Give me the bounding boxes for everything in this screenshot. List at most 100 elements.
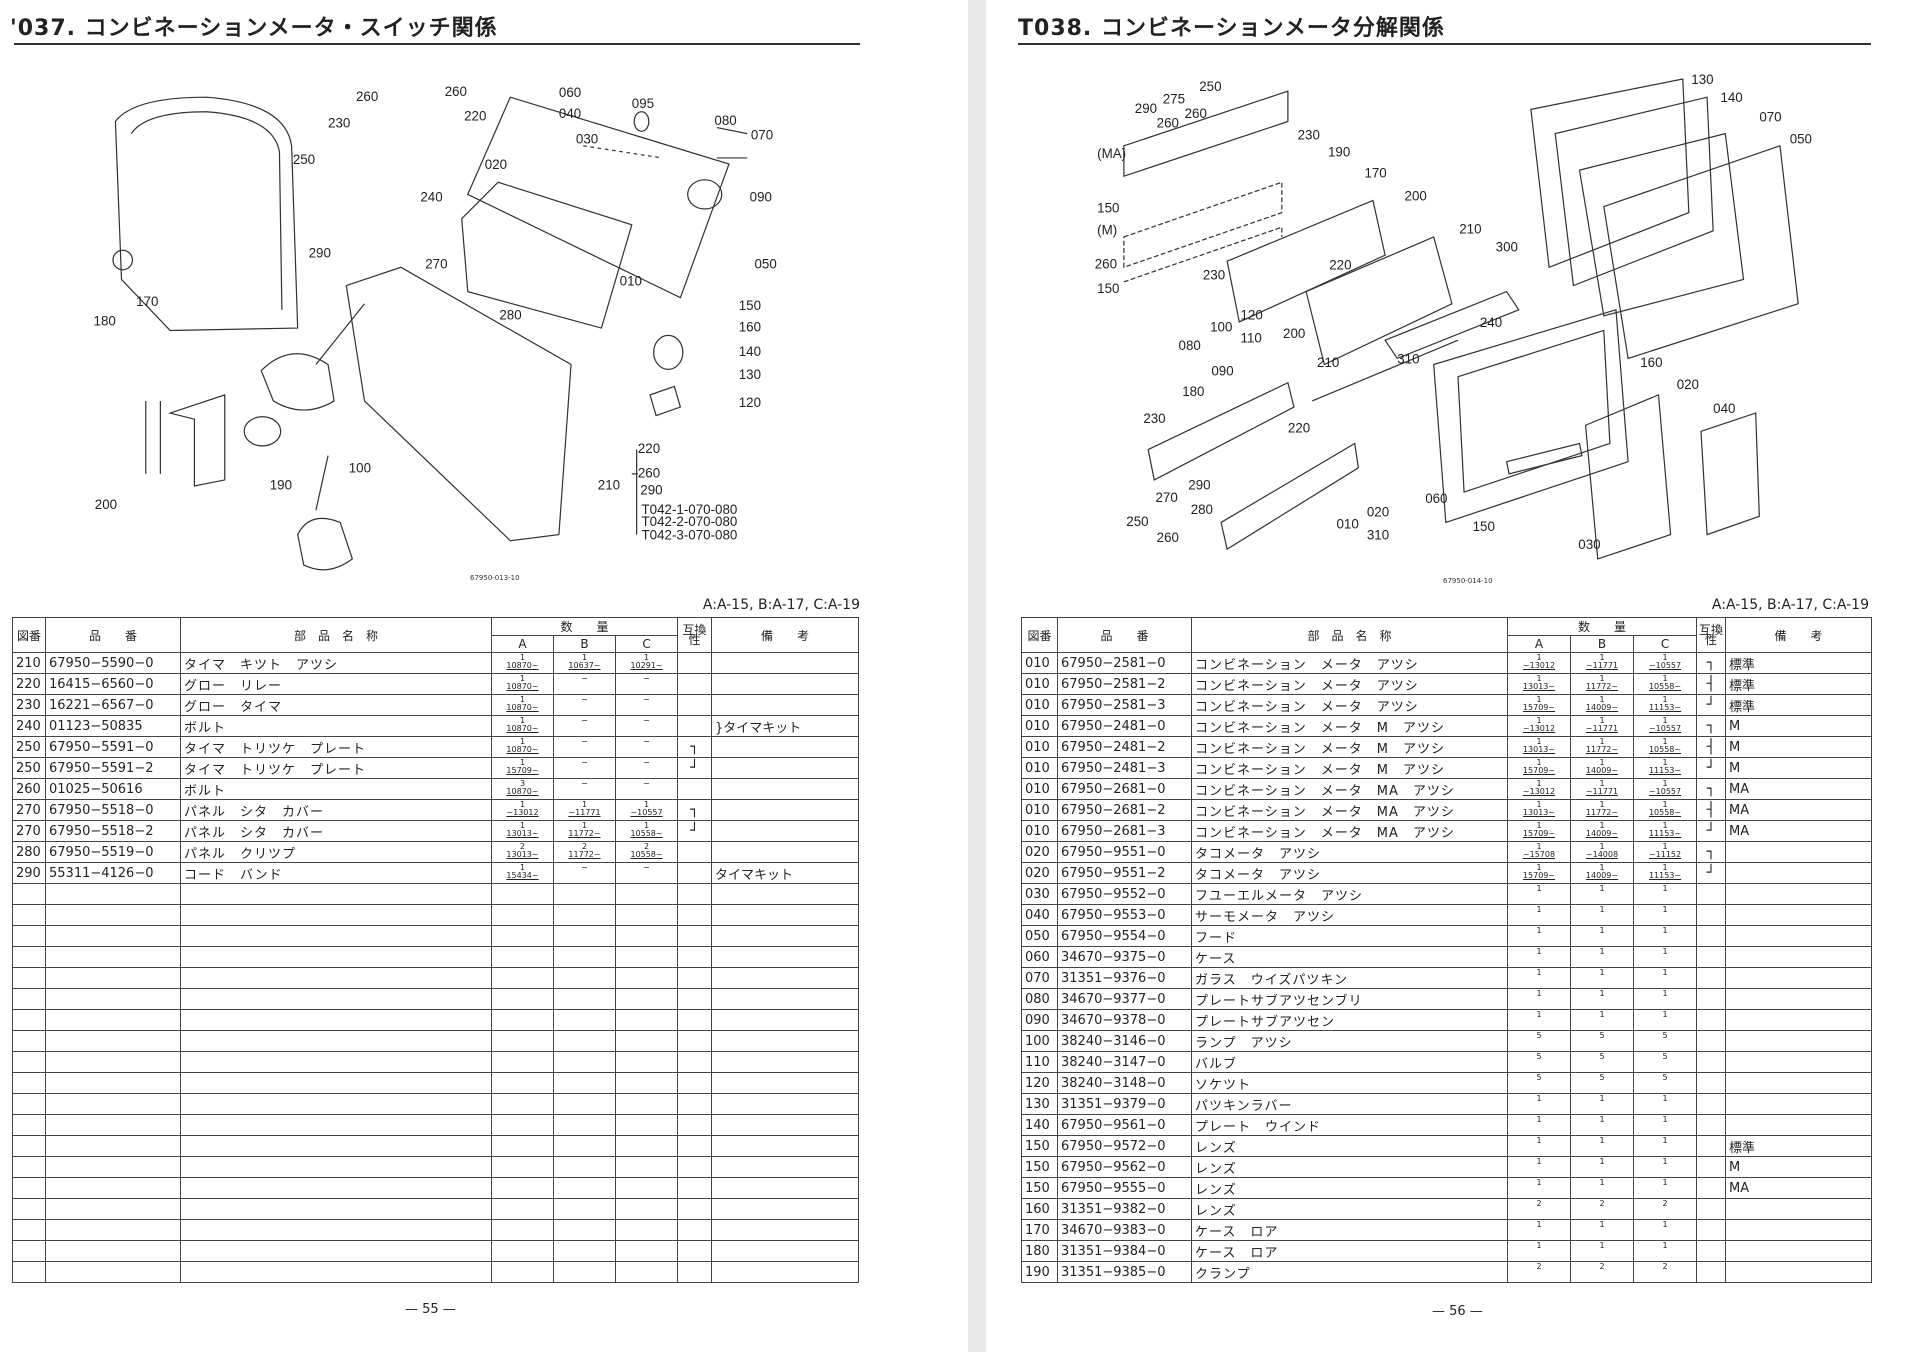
part-no-cell: 67950−5518−0 [45,799,181,821]
serial-range: 15709~ [1522,703,1556,712]
quantity-value: − [581,779,588,788]
quantity-value: 1 [519,737,526,746]
part-name-cell: フユーエルメータ アツシ [1191,883,1508,905]
callout-label: T042-2-070-080 [642,514,738,529]
quantity-value: 2 [1662,1199,1668,1208]
quantity-value: 1 [1536,1178,1542,1187]
quantity-b-cell: 1 [1570,1009,1634,1031]
quantity-value: 5 [1662,1031,1668,1040]
quantity-value: 1 [1536,821,1542,830]
header-part-name: 部 品 名 称 [1191,617,1508,653]
fig-no-cell: 140 [1021,1114,1058,1136]
quantity-b-cell [553,925,616,947]
fig-no-cell [12,967,46,989]
remarks-cell [711,1198,860,1220]
interchange-cell [677,1093,713,1115]
interchange-cell: ┤ [1696,673,1727,695]
quantity-value: 1 [643,800,650,809]
interchange-cell [677,1177,713,1199]
interchange-cell [677,862,713,884]
interchange-cell [677,652,713,674]
interchange-cell [1696,988,1727,1010]
part-name-cell [180,946,492,968]
callout-label: 140 [739,344,761,359]
quantity-value: 2 [643,842,650,851]
quantity-b-cell [553,1219,616,1241]
part-no-cell: 31351−9384−0 [1057,1240,1192,1262]
quantity-value: 1 [1662,1178,1668,1187]
quantity-value: − [581,674,588,683]
part-no-cell: 34670−9383−0 [1057,1219,1192,1241]
remarks-cell [711,799,860,821]
quantity-b-cell: 1 [1570,1177,1634,1199]
part-name-cell: プレートサブアツセンブリ [1191,988,1508,1010]
quantity-c-cell: 2 [1632,1261,1698,1283]
quantity-c-cell [614,1198,679,1220]
callout-label: 250 [293,152,315,167]
remarks-cell: MA [1725,778,1873,800]
empty-table-row [12,1240,860,1262]
serial-range: ~13012 [1522,787,1556,796]
quantity-a-cell [491,946,554,968]
callout-label: 290 [309,246,331,261]
fig-no-cell: 010 [1021,736,1058,758]
interchange-cell: ┘ [1696,820,1727,842]
interchange-cell [1696,1072,1727,1094]
quantity-value: 1 [1662,989,1668,998]
part-no-cell: 01025−50616 [45,778,181,800]
interchange-cell [677,715,713,737]
interchange-cell: ┐ [677,736,713,758]
serial-range: 10870~ [506,682,539,691]
part-name-cell: グロー タイマ [180,694,492,716]
quantity-c-cell: 1 [1632,883,1698,905]
empty-table-row [12,1177,860,1199]
callout-label: 150 [1097,201,1119,216]
part-name-cell: コンビネーション メータ アツシ [1191,673,1508,695]
callout-label: 240 [1480,315,1502,330]
quantity-value: 1 [581,821,588,830]
quantity-value: 1 [1599,1115,1605,1124]
part-no-cell: 67950−2681−2 [1057,799,1192,821]
quantity-a-cell: 1 [1507,1240,1571,1262]
callout-label: T042-1-070-080 [642,502,738,517]
fig-no-cell: 240 [12,715,46,737]
interchange-cell [1696,967,1727,989]
quantity-value: 3 [519,779,526,788]
quantity-a-cell: 1~15708 [1507,841,1571,863]
case-outline [1433,309,1629,524]
quantity-b-cell: 5 [1570,1072,1634,1094]
serial-range: ~11771 [568,808,601,817]
remarks-cell [1725,1219,1873,1241]
part-name-cell: グロー リレー [180,673,492,695]
page-title: T038. コンビネーションメータ分解関係 [1018,16,1445,41]
quantity-value: 1 [1662,1220,1668,1229]
part-no-cell [45,1009,181,1031]
quantity-b-cell: − [553,778,616,800]
interchange-cell: ┘ [1696,862,1727,884]
quantity-value: − [581,863,588,872]
part-name-cell: フード [1191,925,1508,947]
quantity-value: 1 [1662,1157,1668,1166]
title-rule [14,43,860,45]
header-remarks: 備 考 [1725,617,1873,653]
remarks-cell [711,1051,860,1073]
quantity-value: 1 [1536,842,1542,851]
quantity-value: 1 [1662,695,1668,704]
quantity-b-cell [553,1072,616,1094]
quantity-c-cell: − [614,715,679,737]
quantity-value: 1 [519,695,526,704]
remarks-cell [711,1240,860,1262]
part-no-cell: 67950−2481−2 [1057,736,1192,758]
quantity-a-cell [491,1114,554,1136]
